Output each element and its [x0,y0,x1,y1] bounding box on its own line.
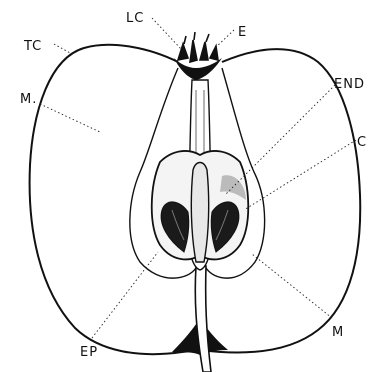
label-end: END [334,77,365,92]
label-tc: TC [23,39,42,54]
stalk [195,266,211,372]
calyx-lobes [178,32,218,62]
label-ep: EP [80,345,98,360]
label-lc: LC [126,11,144,26]
label-e: E [238,25,247,40]
label-c: C [357,135,367,150]
core-axis [191,163,208,263]
label-m-lower: M [332,325,344,340]
calyx-cavity [174,58,222,80]
label-m-upper: M. [20,92,37,107]
